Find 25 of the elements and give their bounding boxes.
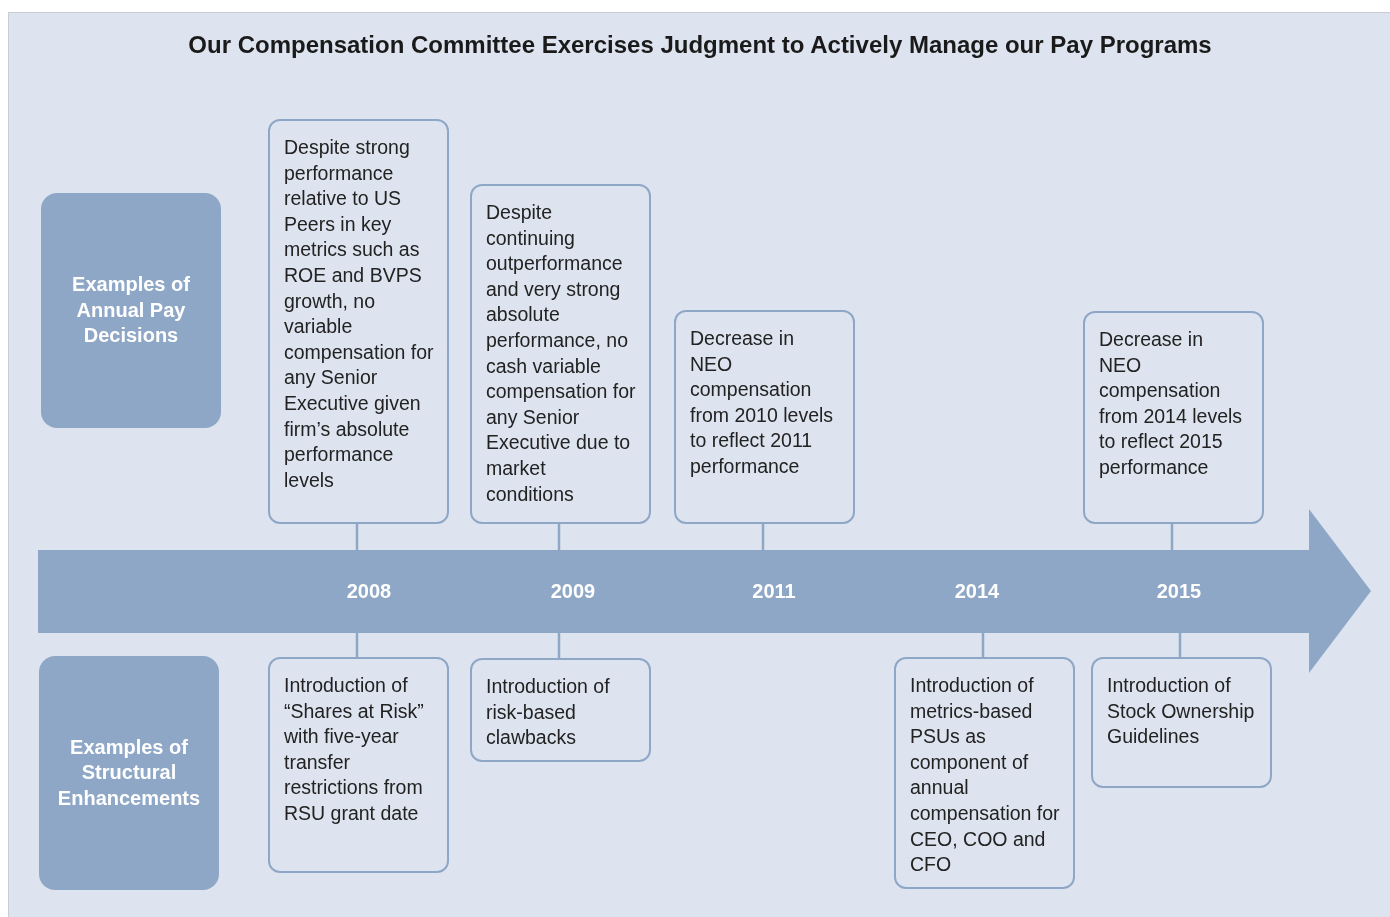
connector-line [355,524,359,550]
connector-line [557,633,561,658]
connector-line [761,524,765,550]
connector-line [981,633,985,657]
event-box: Despite strong performance relative to US Peers in key metrics such as ROE and BVPS growth, no variable compensation for any Senior Executive given firm’s absolute performance levels [268,119,449,524]
row-heading-box: Examples of Structural Enhancements [39,656,219,890]
event-box: Introduction of “Shares at Risk” with five-year transfer restrictions from RSU grant date [268,657,449,873]
year-label: 2014 [954,579,1000,603]
event-box: Introduction of metrics-based PSUs as component of annual compensation for CEO, COO and CFO [894,657,1075,889]
connector-line [557,524,561,550]
event-box: Despite continuing outperformance and very strong absolute performance, no cash variable compensation for any Senior Executive due to market conditions [470,184,651,524]
event-box: Decrease in NEO compensation from 2010 levels to reflect 2011 performance [674,310,855,524]
timeline-arrow [38,509,1371,673]
row-heading-box: Examples of Annual Pay Decisions [41,193,221,428]
connector-line [1178,633,1182,657]
connector-line [1170,524,1174,550]
year-label: 2011 [752,579,796,603]
connector-line [355,633,359,657]
year-label: 2008 [346,579,392,603]
year-label: 2009 [550,579,596,603]
event-box: Introduction of risk-based clawbacks [470,658,651,762]
event-box: Introduction of Stock Ownership Guidelines [1091,657,1272,788]
year-label: 2015 [1156,579,1202,603]
event-box: Decrease in NEO compensation from 2014 levels to reflect 2015 performance [1083,311,1264,524]
diagram-title: Our Compensation Committee Exercises Judgment to Actively Manage our Pay Programs [187,31,1213,59]
